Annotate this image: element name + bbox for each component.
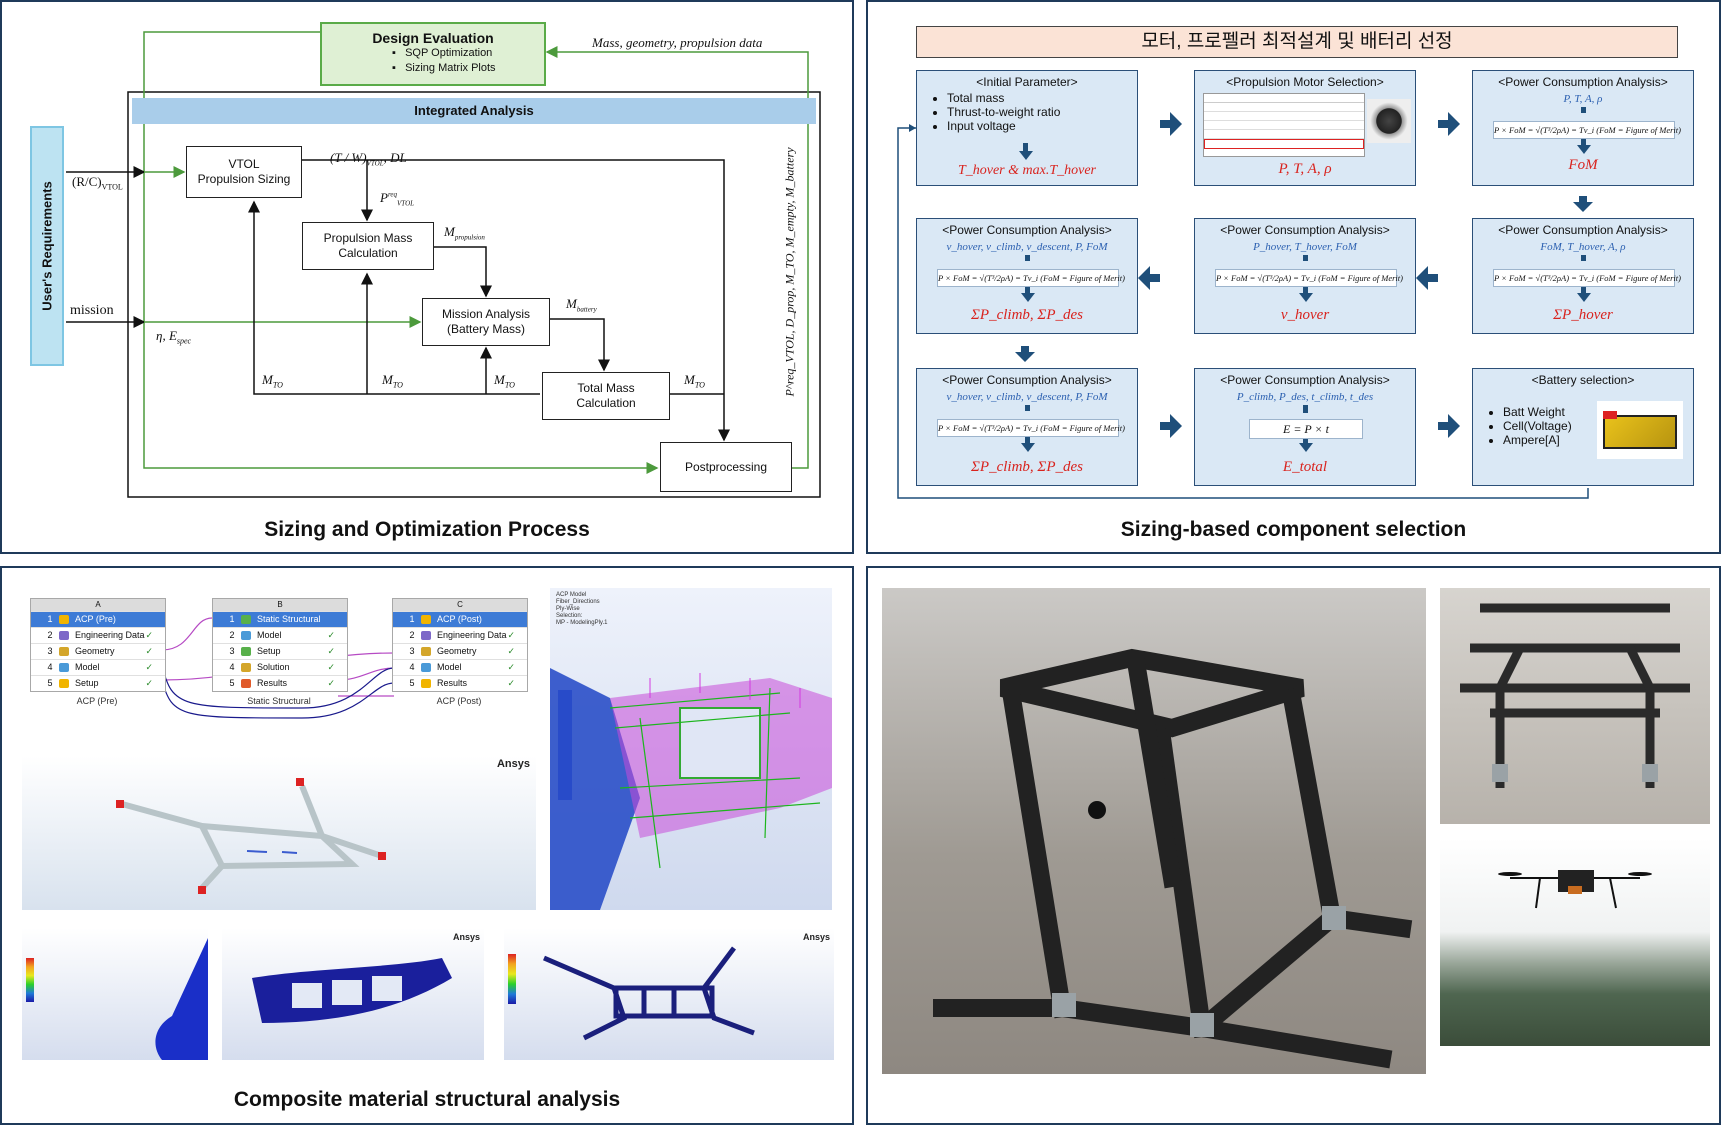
mbat-label: Mbattery xyxy=(566,296,597,314)
motor-spec-table xyxy=(1203,93,1365,157)
pca-box-2: <Power Consumption Analysis> FoM, T_hove… xyxy=(1472,218,1694,334)
korean-header: 모터, 프로펠러 최적설계 및 배터리 선정 xyxy=(916,26,1678,58)
wb-caption-c: ACP (Post) xyxy=(436,696,482,706)
flow-arrows xyxy=(897,112,1593,499)
wb-caption-a: ACP (Pre) xyxy=(76,696,118,706)
pca-box-1: <Power Consumption Analysis> P, T, A, ρ … xyxy=(1472,70,1694,186)
contour-view-3: Ansys xyxy=(504,928,834,1060)
motor-result: P, T, A, ρ xyxy=(1278,161,1332,177)
static-structural-view: Ansys xyxy=(22,756,536,910)
mto-label: MTO xyxy=(262,372,283,390)
pca6-result: E_total xyxy=(1282,459,1328,475)
mto-label: MTO xyxy=(684,372,705,390)
rc-label: (R/C)VTOL xyxy=(72,174,123,192)
contour-view-2: Ansys xyxy=(222,928,484,1060)
design-evaluation-box: Design Evaluation ▪ SQP Optimization ▪ S… xyxy=(320,22,546,86)
motor-selection-box: <Propulsion Motor Selection> P, T, A, ρ xyxy=(1194,70,1416,186)
eval-item: ▪ Sizing Matrix Plots xyxy=(392,62,496,74)
vertical-outputs-label: P^req_VTOL, D_prop, M_TO, M_empty, M_bat… xyxy=(782,147,797,397)
tw-label: (T / W)VTOL, DL xyxy=(330,150,407,168)
battery-selection-box: <Battery selection> Batt Weight Cell(Vol… xyxy=(1472,368,1694,486)
drone-flight-photo xyxy=(1440,838,1710,1046)
contour-view-1 xyxy=(22,928,208,1060)
pca-box-5: <Power Consumption Analysis> v_hover, v_… xyxy=(916,368,1138,486)
integrated-analysis-banner: Integrated Analysis xyxy=(132,98,816,124)
initial-parameter-box: <Initial Parameter> Total mass Thrust-to… xyxy=(916,70,1138,186)
mto-label: MTO xyxy=(382,372,403,390)
prototype-photo-panel xyxy=(866,566,1721,1125)
panel3-caption: Composite material structural analysis xyxy=(233,1088,621,1111)
legend-strip xyxy=(508,954,516,1004)
pca4-result: ΣP_climb, ΣP_des xyxy=(971,307,1083,323)
legend-strip xyxy=(26,958,34,1002)
postprocessing-box: Postprocessing xyxy=(660,442,792,492)
frame-photo-main xyxy=(882,588,1426,1074)
preq-label: PreqVTOL xyxy=(380,190,415,208)
battery-photo xyxy=(1597,401,1683,459)
pca2-result: ΣP_hover xyxy=(1553,307,1613,323)
sizing-optimization-panel: Design Evaluation ▪ SQP Optimization ▪ S… xyxy=(0,0,854,554)
user-requirements-box: User's Requirements xyxy=(30,126,64,366)
pca-box-6: <Power Consumption Analysis> P_climb, P_… xyxy=(1194,368,1416,486)
panel2-caption: Sizing-based component selection xyxy=(1120,518,1467,541)
pca3-result: v_hover xyxy=(1280,307,1330,323)
design-evaluation-title: Design Evaluation xyxy=(372,30,494,46)
component-selection-panel: 모터, 프로펠러 최적설계 및 배터리 선정 <Initial Paramete… xyxy=(866,0,1721,554)
panel1-caption: Sizing and Optimization Process xyxy=(264,518,590,541)
pca5-result: ΣP_climb, ΣP_des xyxy=(971,459,1083,475)
process-arrows xyxy=(66,31,821,498)
eta-label: η, Espec xyxy=(156,328,192,346)
pca1-result: FoM xyxy=(1568,157,1598,173)
pca-box-4: <Power Consumption Analysis> v_hover, v_… xyxy=(916,218,1138,334)
mto-label: MTO xyxy=(494,372,515,390)
motor-photo xyxy=(1367,99,1411,143)
initial-result: T_hover & max.T_hover xyxy=(957,163,1097,178)
eval-item: ▪ SQP Optimization xyxy=(392,47,493,59)
pca-box-3: <Power Consumption Analysis> P_hover, T_… xyxy=(1194,218,1416,334)
frame-photo-side xyxy=(1440,588,1710,824)
feedback-label: Mass, geometry, propulsion data xyxy=(592,35,763,50)
wb-caption-b: Static Structural xyxy=(247,696,311,706)
mprop-label: Mpropulsion xyxy=(444,224,485,242)
mission-label: mission xyxy=(70,303,114,318)
mission-analysis-box: Mission Analysis(Battery Mass) xyxy=(422,298,550,346)
